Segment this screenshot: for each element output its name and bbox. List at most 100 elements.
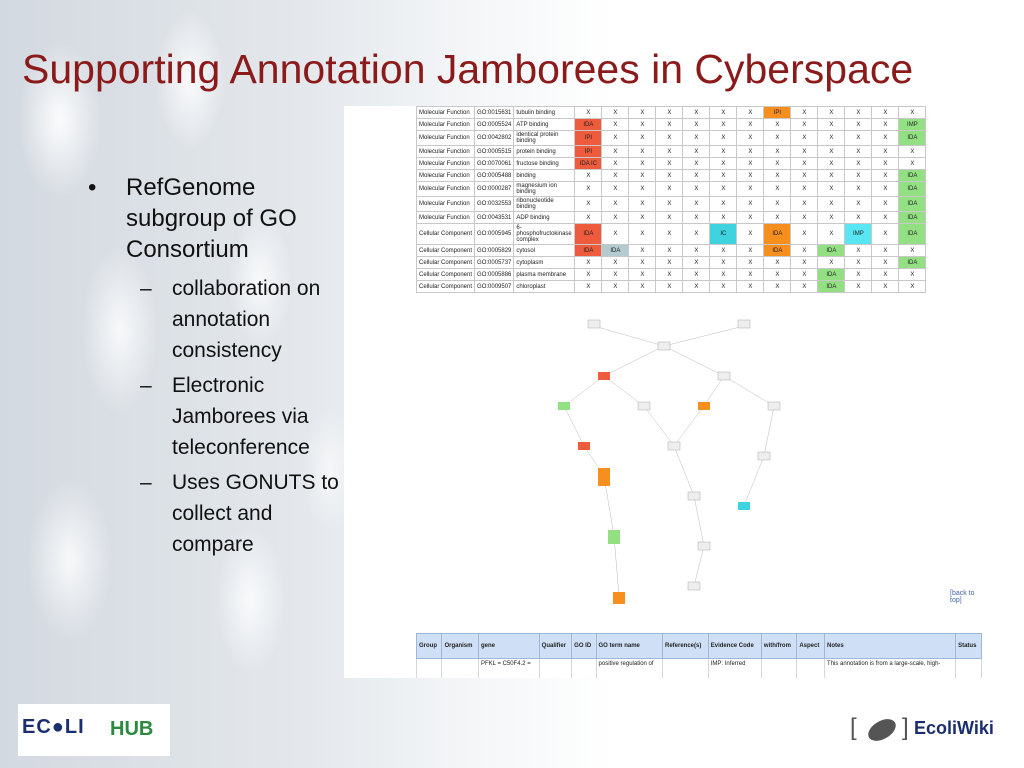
go-term-cell: protein binding xyxy=(513,145,576,158)
table-cell xyxy=(571,658,597,678)
go-aspect-cell: Cellular Component xyxy=(415,244,476,257)
go-term-cell: magnesium ion binding xyxy=(513,181,576,197)
bracket-close: ] xyxy=(902,714,909,741)
evidence-cell: X xyxy=(655,244,684,257)
column-header[interactable]: with/from xyxy=(760,633,798,659)
evidence-cell: IDA xyxy=(574,118,603,131)
evidence-cell: X xyxy=(601,223,630,245)
evidence-cell: IDA xyxy=(898,256,927,269)
back-to-top-link[interactable]: [back to top] xyxy=(950,590,975,604)
ecoliwiki-logo-text: EcoliWiki xyxy=(914,718,994,738)
evidence-cell: X xyxy=(763,211,792,224)
column-header[interactable]: Qualifier xyxy=(538,633,573,659)
sub-bullet-glyph: – xyxy=(140,374,152,397)
evidence-cell: X xyxy=(628,106,657,119)
sub-bullet-text: collaboration on annotation consistency xyxy=(172,277,321,362)
evidence-cell: X xyxy=(844,211,873,224)
column-header[interactable]: GO ID xyxy=(571,633,597,659)
go-id-cell: GO:0005829 xyxy=(474,244,515,257)
go-term-cell: 6-phosphofructokinase complex xyxy=(513,223,576,245)
evidence-cell: X xyxy=(709,106,738,119)
evidence-cell: X xyxy=(682,196,711,212)
evidence-cell: X xyxy=(817,211,846,224)
graph-edges xyxy=(563,325,775,597)
evidence-cell: X xyxy=(871,106,900,119)
table-cell xyxy=(955,658,982,678)
evidence-cell: X xyxy=(763,118,792,131)
evidence-cell: X xyxy=(736,118,765,131)
evidence-cell: X xyxy=(790,106,819,119)
column-header[interactable]: GO term name xyxy=(595,633,663,659)
evidence-cell: X xyxy=(601,268,630,281)
evidence-cell: X xyxy=(844,169,873,182)
sub-bullet-text: Uses GONUTS to collect and compare xyxy=(172,471,339,556)
evidence-cell: X xyxy=(790,268,819,281)
evidence-cell: X xyxy=(682,130,711,146)
evidence-cell: X xyxy=(601,211,630,224)
sub-bullet-glyph: – xyxy=(140,277,152,300)
evidence-cell: X xyxy=(817,256,846,269)
table-cell xyxy=(796,658,826,678)
go-id-cell: GO:0005524 xyxy=(474,118,515,131)
evidence-cell: X xyxy=(628,130,657,146)
sub-bullet-text: Electronic Jamborees via teleconference xyxy=(172,374,310,459)
go-aspect-cell: Cellular Component xyxy=(415,268,476,281)
evidence-cell: X xyxy=(790,244,819,257)
evidence-cell: X xyxy=(871,280,900,293)
go-id-cell: GO:0015631 xyxy=(474,106,515,119)
go-id-cell: GO:0009507 xyxy=(474,280,515,293)
evidence-cell: X xyxy=(736,268,765,281)
column-header[interactable]: Group xyxy=(415,633,443,659)
evidence-cell: X xyxy=(682,118,711,131)
column-header[interactable]: Status xyxy=(955,633,982,659)
ecolihub-logo-text: EC●LI xyxy=(22,716,85,738)
evidence-cell: X xyxy=(574,106,603,119)
evidence-cell: X xyxy=(655,118,684,131)
evidence-cell: X xyxy=(844,244,873,257)
evidence-cell: X xyxy=(709,256,738,269)
table-cell xyxy=(661,658,709,678)
column-header[interactable]: Organism xyxy=(441,633,479,659)
evidence-cell: X xyxy=(844,157,873,170)
evidence-cell: X xyxy=(790,181,819,197)
evidence-cell: X xyxy=(709,181,738,197)
column-header[interactable]: Evidence Code xyxy=(707,633,762,659)
evidence-cell: X xyxy=(655,181,684,197)
column-header[interactable]: Notes xyxy=(824,633,957,659)
go-aspect-cell: Molecular Function xyxy=(415,211,476,224)
evidence-cell: X xyxy=(682,223,711,245)
evidence-cell: X xyxy=(628,244,657,257)
evidence-cell: X xyxy=(601,169,630,182)
evidence-cell: X xyxy=(817,106,846,119)
graph-nodes xyxy=(558,319,781,604)
evidence-cell: X xyxy=(844,145,873,158)
evidence-cell: IMP xyxy=(844,223,873,245)
evidence-cell: X xyxy=(682,268,711,281)
go-aspect-cell: Cellular Component xyxy=(415,280,476,293)
column-header[interactable]: Aspect xyxy=(796,633,826,659)
evidence-cell: X xyxy=(574,280,603,293)
go-term-cell: binding xyxy=(513,169,576,182)
evidence-cell: X xyxy=(709,280,738,293)
go-aspect-cell: Molecular Function xyxy=(415,130,476,146)
evidence-cell: X xyxy=(871,181,900,197)
go-term-cell: ADP binding xyxy=(513,211,576,224)
evidence-cell: X xyxy=(655,256,684,269)
column-header[interactable]: Reference(s) xyxy=(661,633,709,659)
evidence-cell: X xyxy=(844,256,873,269)
ecolihub-logo-hub: HUB xyxy=(110,718,154,740)
sub-bullet-glyph: – xyxy=(140,471,152,494)
evidence-cell: X xyxy=(790,196,819,212)
evidence-cell: X xyxy=(709,244,738,257)
evidence-cell: IPI xyxy=(574,145,603,158)
evidence-cell: IDA xyxy=(898,223,927,245)
go-id-cell: GO:0005737 xyxy=(474,256,515,269)
column-header[interactable]: gene xyxy=(478,633,540,659)
